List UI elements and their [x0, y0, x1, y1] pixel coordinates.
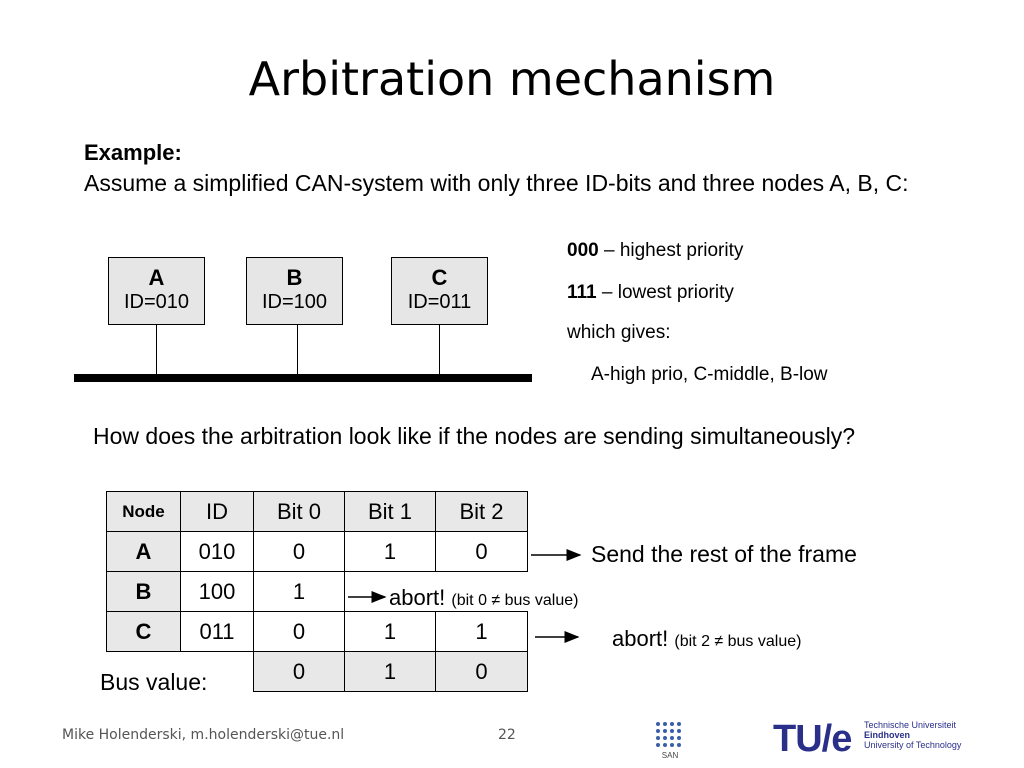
header-id: ID — [180, 491, 254, 532]
table-row: B 100 1 — [106, 571, 528, 612]
priority-gives: which gives: — [567, 322, 671, 343]
node-b-connector — [297, 325, 298, 375]
row-bit: 1 — [253, 571, 345, 612]
node-box-a: A ID=010 — [108, 257, 205, 325]
node-id: ID=010 — [123, 291, 190, 313]
note-b-detail: (bit 0 ≠ bus value) — [451, 592, 579, 609]
san-logo-icon: SAN — [656, 722, 681, 760]
arbitration-table: Node ID Bit 0 Bit 1 Bit 2 A 010 0 1 0 B … — [106, 491, 528, 692]
bus-bit: 0 — [435, 651, 528, 692]
footer-author: Mike Holenderski, m.holenderski@tue.nl — [62, 727, 345, 743]
node-name: A — [148, 265, 165, 290]
node-id: ID=011 — [407, 291, 472, 313]
tue-logo: TU/e — [773, 718, 852, 760]
row-bit: 1 — [435, 611, 528, 652]
row-id: 010 — [180, 531, 254, 572]
node-name: B — [286, 265, 303, 290]
row-bit: 1 — [344, 531, 436, 572]
san-label: SAN — [662, 751, 679, 760]
note-c-main: abort! — [612, 626, 669, 651]
header-bit1: Bit 1 — [344, 491, 436, 532]
node-id: ID=100 — [261, 291, 328, 313]
can-bus-line — [74, 374, 532, 382]
note-c-detail: (bit 2 ≠ bus value) — [674, 633, 802, 650]
tue-university-name: Technische Universiteit Eindhoven Univer… — [864, 720, 961, 750]
node-name: C — [431, 265, 448, 290]
table-row: A 010 0 1 0 — [106, 531, 528, 572]
bus-value-row: 0 1 0 — [107, 651, 528, 692]
bus-value-label: Bus value: — [100, 669, 208, 695]
priority-low: 111 – lowest priority — [567, 282, 734, 304]
node-a-connector — [156, 325, 157, 375]
priority-high-text: – highest priority — [598, 240, 744, 261]
row-id: 100 — [180, 571, 254, 612]
priority-high-code: 000 — [567, 240, 599, 261]
tue-line1: Technische Universiteit — [864, 720, 957, 730]
priority-low-text: – lowest priority — [596, 282, 734, 303]
bus-bit: 1 — [344, 651, 436, 692]
row-node: B — [106, 571, 181, 612]
tue-line2: Eindhoven — [864, 730, 911, 740]
note-a: Send the rest of the frame — [591, 541, 857, 567]
priority-high: 000 – highest priority — [567, 240, 743, 262]
header-bit2: Bit 2 — [435, 491, 528, 532]
header-node: Node — [106, 491, 181, 532]
node-box-c: C ID=011 — [391, 257, 488, 325]
page-number: 22 — [498, 727, 516, 743]
node-c-connector — [439, 325, 440, 375]
node-box-b: B ID=100 — [246, 257, 343, 325]
table-header-row: Node ID Bit 0 Bit 1 Bit 2 — [106, 491, 528, 532]
table-row: C 011 0 1 1 — [106, 611, 528, 652]
priority-result: A-high prio, C-middle, B-low — [591, 364, 828, 385]
slide-title: Arbitration mechanism — [248, 52, 776, 106]
row-node: A — [106, 531, 181, 572]
question-text: How does the arbitration look like if th… — [93, 423, 855, 449]
row-bit: 0 — [435, 531, 528, 572]
note-b: abort! (bit 0 ≠ bus value) — [389, 585, 578, 611]
note-c: abort! (bit 2 ≠ bus value) — [612, 626, 801, 652]
row-node: C — [106, 611, 181, 652]
tue-line3: University of Technology — [864, 740, 962, 750]
priority-low-code: 111 — [567, 282, 597, 303]
example-text: Assume a simplified CAN-system with only… — [84, 170, 909, 196]
note-b-main: abort! — [389, 585, 446, 610]
bus-bit: 0 — [253, 651, 345, 692]
example-heading: Example: — [84, 140, 182, 165]
